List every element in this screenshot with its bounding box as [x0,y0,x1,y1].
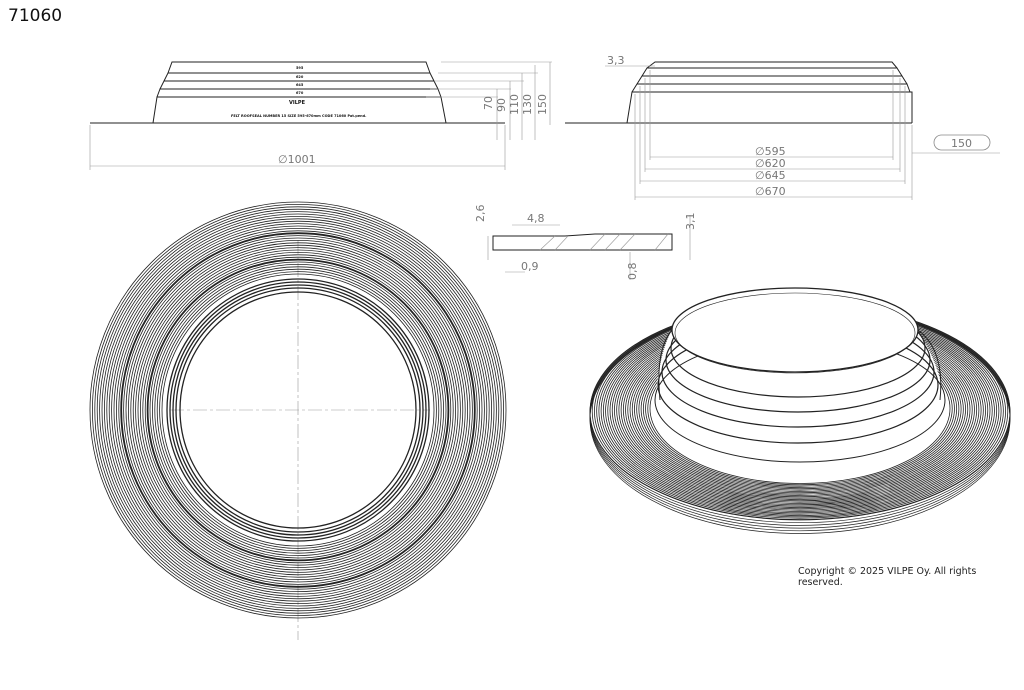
flange-ring [89,201,507,619]
diameter-645: ∅645 [755,169,786,182]
body-text: FELT ROOFSEAL NUMBER 15 SIZE 595-670mm C… [231,114,367,118]
flange-ring [111,223,485,597]
step-label: 645 [296,83,304,87]
flange-callout [933,134,991,151]
body-side [658,329,942,401]
copyright-notice: Copyright © 2025 VILPE Oy. All rights re… [798,566,977,588]
flange-ring [106,218,490,602]
flange-ring [132,244,464,576]
diameter-670: ∅670 [755,185,786,198]
flange-ring [123,235,473,585]
flange-ring [113,225,483,595]
flange-ring [142,254,454,566]
flange-ring [135,247,461,573]
flange-ring [103,215,493,605]
step-ring [166,278,430,542]
flange-ring [108,220,488,600]
step-ring [179,291,417,529]
dim-2-6: 2,6 [474,205,487,223]
flange-ring [115,227,481,593]
isometric-view [589,287,1011,534]
plan-view [89,201,507,640]
flange-ring [149,261,447,559]
flange-ring [144,256,452,564]
flange-ring [154,266,442,554]
dim-4-8: 4,8 [527,212,545,225]
diameter-595: ∅595 [755,145,786,158]
flange-ring [91,203,505,617]
opening-top [671,287,919,373]
dim-0-9: 0,9 [521,260,539,273]
height-150: 150 [536,94,549,115]
flange-ring [94,206,502,614]
flange-ring [130,242,466,578]
flange-ring [137,249,459,571]
flange-ring [101,213,495,607]
opening-lip [674,292,916,374]
side-view: 3,3 150 ∅595 ∅620 ∅645 ∅670 [565,54,1000,200]
diameter-1001: ∅1001 [278,153,316,166]
step-label: 670 [296,91,304,95]
dim-3-1: 3,1 [684,213,697,231]
flange-ring [156,268,440,552]
flange-ring [127,239,469,581]
step-ring [169,281,427,539]
step-ring [175,287,421,533]
flange-ring [146,258,450,562]
flange-ring [96,208,500,612]
flange-ring [161,273,435,547]
height-130: 130 [521,94,534,115]
drawing-number: 71060 [8,6,63,26]
brand-logo: VILPE [289,100,306,106]
section-detail: 2,6 4,8 3,1 0,9 0,8 [474,205,697,281]
height-90: 90 [495,98,508,112]
flange-ring [125,237,471,583]
wall-3-3: 3,3 [607,54,625,67]
step-label: 595 [296,66,304,70]
flange-ring [159,271,437,549]
flange-ring [120,232,476,588]
flange-ring [151,263,445,557]
flange-150: 150 [951,137,972,150]
flange-ring [99,211,497,609]
step-label: 620 [296,75,304,79]
step-ring [172,284,424,536]
dim-0-8: 0,8 [626,263,639,281]
height-110: 110 [508,94,521,115]
flange-ring [139,251,457,569]
diameter-620: ∅620 [755,157,786,170]
flange-ring [118,230,478,590]
front-view: 595 620 645 670 VILPE FELT ROOFSEAL NUMB… [89,61,552,170]
height-70: 70 [482,96,495,110]
